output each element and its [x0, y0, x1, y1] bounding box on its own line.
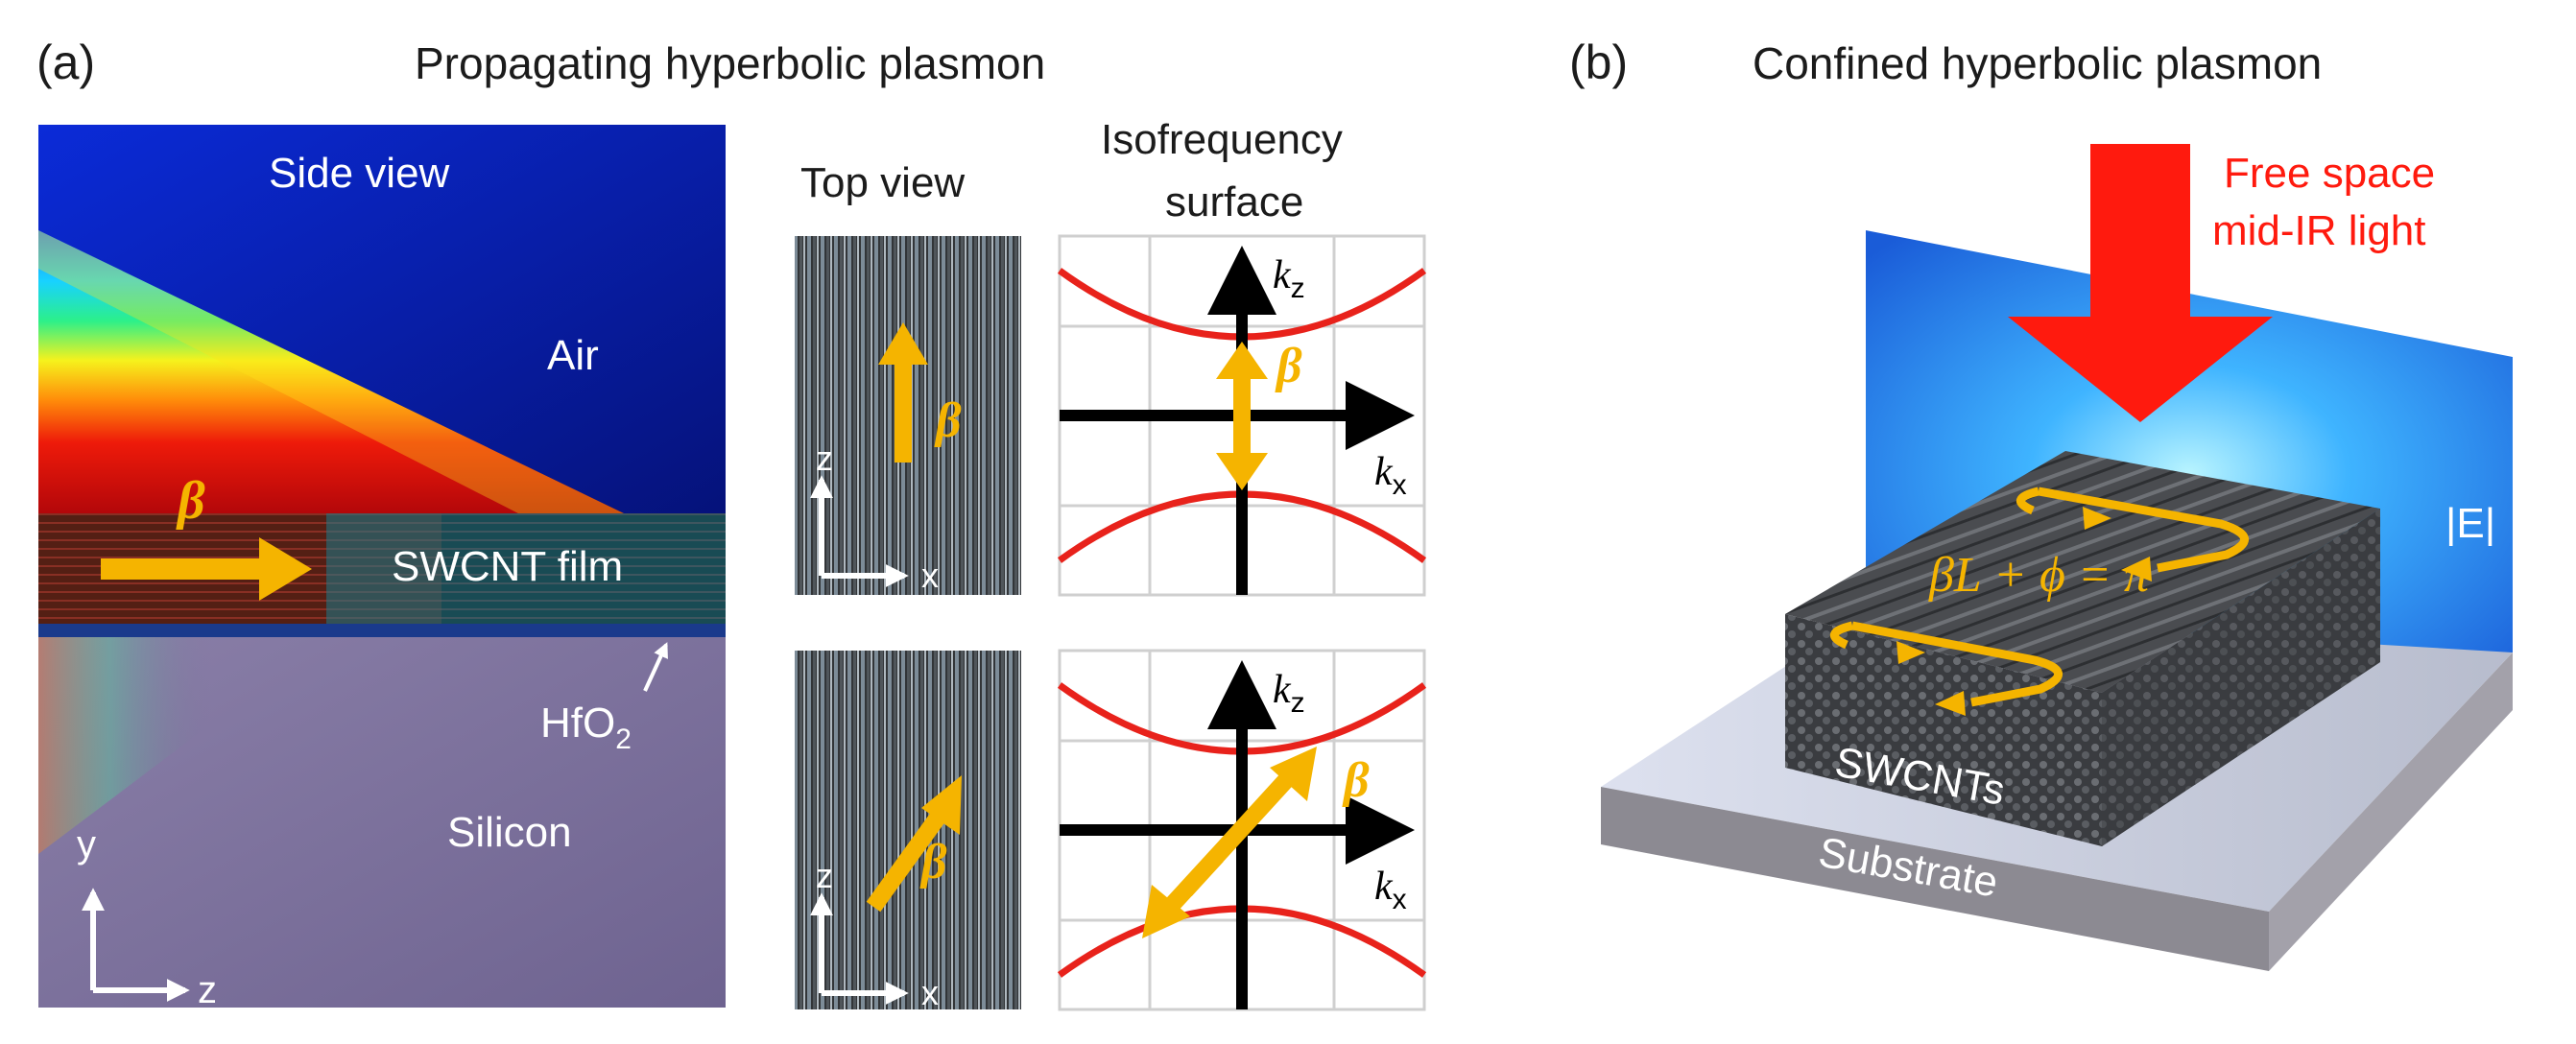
top-view-title: Top view [800, 159, 965, 206]
field-label: |E| [2445, 500, 2495, 547]
iso-beta-symbol-2: β [1342, 753, 1370, 808]
beam-region [38, 230, 624, 513]
plasmon-loop-bottom [1830, 621, 2063, 716]
top-beta-arrow-2 [866, 775, 962, 913]
panel-b: (b) Confined hyperbolic plasmon Substrat… [1569, 36, 2513, 971]
top-axis-x-1: x [921, 556, 939, 595]
isofrequency-title-line2: surface [1165, 178, 1303, 225]
isofrequency-title-line1: Isofrequency [1101, 116, 1343, 163]
plasmon-loop-top [2016, 486, 2249, 581]
top-beta-arrow-1 [878, 322, 928, 463]
film-label: SWCNT film [392, 543, 623, 590]
panel-b-title: Confined hyperbolic plasmon [1753, 38, 2322, 88]
light-label-line1: Free space [2224, 150, 2435, 197]
iso-beta-arrow-1 [1216, 342, 1268, 490]
panel-a-label: (a) [36, 36, 95, 89]
substrate-label: Silicon [447, 809, 572, 856]
beam-edge [38, 230, 624, 513]
iso-beta-arrow-2 [1142, 747, 1317, 938]
isofrequency-plot-2: β kz kx [1057, 649, 1427, 1011]
side-beta-arrow [101, 537, 312, 601]
silicon-glow [38, 637, 326, 854]
iso-kz-2: kz [1273, 668, 1305, 719]
top-axis-z-1: z [816, 439, 833, 478]
air-label: Air [547, 332, 599, 379]
side-view-title: Side view [269, 150, 450, 197]
top-beta-symbol-2: β [919, 835, 947, 890]
side-view: Side view Air β SWCNT film HfO2 Silicon … [38, 125, 726, 1011]
side-axes: y z [77, 823, 217, 1011]
top-beta-symbol-1: β [934, 393, 962, 448]
top-axis-z-2: z [816, 856, 833, 895]
iso-beta-symbol-1: β [1275, 339, 1302, 393]
resonance-condition: βL + ϕ = π [1928, 548, 2151, 603]
side-axis-y: y [77, 823, 96, 866]
oxide-label: HfO2 [540, 700, 632, 755]
light-label-line2: mid-IR light [2212, 207, 2426, 254]
panel-a: (a) Propagating hyperbolic plasmon Side … [36, 36, 1427, 1012]
iso-kz-1: kz [1273, 253, 1305, 304]
swcnt-block [1785, 451, 2380, 846]
side-beta-symbol: β [176, 471, 205, 531]
panel-b-label: (b) [1569, 36, 1628, 89]
top-view-tile-2: β z x [795, 651, 1021, 1012]
side-axis-z: z [198, 969, 217, 1011]
isofrequency-plot-1: β kz kx [1057, 234, 1427, 597]
iso-kx-1: kx [1374, 450, 1407, 501]
film-cyan [326, 513, 726, 624]
oxide-pointer [643, 642, 668, 692]
top-axis-x-2: x [921, 973, 939, 1012]
incident-light-arrow [2008, 144, 2273, 422]
iso-kx-2: kx [1374, 865, 1407, 915]
oxide-layer [38, 624, 726, 637]
top-view-tile-1: β z x [795, 236, 1021, 595]
panel-a-title: Propagating hyperbolic plasmon [415, 38, 1045, 88]
